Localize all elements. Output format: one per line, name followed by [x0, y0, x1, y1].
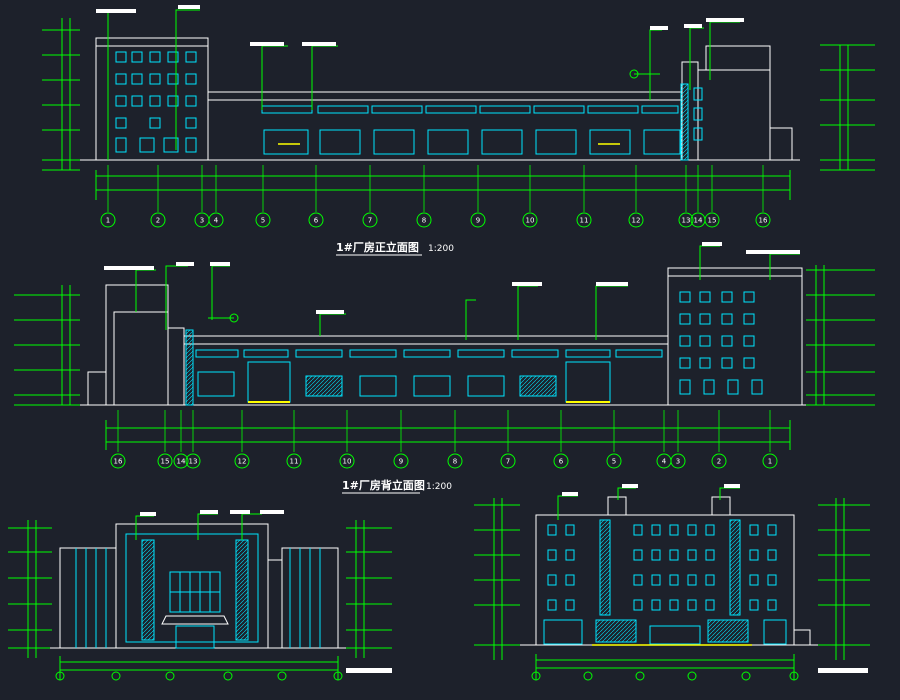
- side-left-glazing: [75, 533, 321, 649]
- side-left-building-outline: [50, 523, 346, 649]
- rear-axis-bubbles: [110, 453, 778, 469]
- rear-section-marker-icon: [229, 313, 239, 323]
- front-axis-label: 5: [261, 217, 265, 225]
- side-left-axis-bubbles: [55, 671, 343, 681]
- front-annotation-labels: [96, 5, 744, 46]
- front-section-marker-icon: [629, 69, 639, 79]
- front-axis-label: 7: [368, 217, 372, 225]
- front-right-level-markers: [820, 44, 875, 171]
- side-left-hatched-columns: [141, 539, 249, 641]
- front-axis-label: 3: [200, 217, 204, 225]
- rear-axis-label: 8: [453, 458, 457, 466]
- front-annotation-leaders: [107, 9, 740, 160]
- rear-axis-label: 6: [559, 458, 564, 466]
- front-axis-lines: [107, 165, 764, 212]
- rear-elevation-scale: 1:200: [426, 482, 452, 492]
- side-right-title-placeholder: [818, 668, 868, 673]
- rear-hatched-panels: [305, 375, 557, 397]
- rear-elevation: 16 15 14 13 12 11 10 9 8 7 6 5 4 3 2 1 1…: [14, 242, 875, 494]
- rear-building-outline: [80, 267, 806, 406]
- side-right-windows: [543, 524, 787, 645]
- front-left-level-markers: [42, 18, 80, 171]
- side-right-dimension-chain: [535, 654, 795, 680]
- rear-axis-label: 10: [343, 458, 352, 466]
- side-right-axis-bubbles: [531, 671, 799, 681]
- side-left-dimension-chain: [59, 656, 339, 680]
- side-left-title-placeholder: [346, 668, 392, 673]
- front-axis-label: 8: [422, 217, 426, 225]
- side-left-annotation-labels: [140, 510, 284, 516]
- front-axis-label: 4: [214, 217, 219, 225]
- front-clerestory-windows: [261, 105, 679, 114]
- front-building-outline: [80, 37, 800, 161]
- front-axis-bubbles: [100, 212, 771, 228]
- rear-axis-label: 7: [506, 458, 510, 466]
- front-axis-label: 13: [682, 217, 691, 225]
- side-elevation-right: [474, 484, 870, 681]
- rear-axis-label: 5: [612, 458, 616, 466]
- rear-axis-label: 13: [189, 458, 198, 466]
- rear-axis-label: 15: [161, 458, 170, 466]
- rear-axis-label: 16: [114, 458, 123, 466]
- front-axis-label: 15: [708, 217, 717, 225]
- front-axis-label: 11: [580, 217, 589, 225]
- rear-annotation-labels: [104, 242, 800, 314]
- rear-dimension-chain: [105, 420, 791, 450]
- front-axis-label: 2: [156, 217, 160, 225]
- side-right-annotation-labels: [562, 484, 740, 496]
- front-elevation: 1 2 3 4 5 6 7 8 9 10 11 12 13 14 15 16 1…: [42, 5, 875, 256]
- front-tower-windows: [115, 51, 197, 153]
- rear-axis-lines: [117, 410, 771, 452]
- side-right-level-markers: [474, 498, 870, 660]
- front-axis-label: 16: [759, 217, 768, 225]
- front-axis-label: 6: [314, 217, 319, 225]
- front-bay-doors: [263, 129, 681, 155]
- rear-left-level-markers: [14, 285, 80, 406]
- rear-axis-label: 14: [177, 458, 186, 466]
- rear-axis-label: 2: [717, 458, 721, 466]
- side-right-hatched-columns: [595, 519, 749, 643]
- rear-axis-labels: 16 15 14 13 12 11 10 9 8 7 6 5 4 3 2 1: [114, 458, 773, 466]
- front-elevation-title: 1#厂房正立面图: [336, 240, 419, 254]
- front-right-block-windows: [693, 87, 703, 141]
- front-axis-label: 12: [632, 217, 641, 225]
- front-axis-label: 14: [694, 217, 703, 225]
- front-axis-label: 10: [526, 217, 535, 225]
- side-left-annotation-leaders: [135, 513, 262, 540]
- front-elevation-scale: 1:200: [428, 244, 454, 254]
- rear-axis-label: 12: [238, 458, 247, 466]
- front-axis-labels: 1 2 3 4 5 6 7 8 9 10 11 12 13 14 15 16: [106, 217, 768, 225]
- rear-clerestory-windows: [195, 349, 663, 358]
- side-left-canopy: [161, 615, 229, 625]
- rear-right-level-markers: [806, 265, 875, 406]
- front-axis-label: 9: [476, 217, 480, 225]
- rear-axis-label: 9: [399, 458, 403, 466]
- rear-axis-label: 11: [290, 458, 299, 466]
- front-stair-glazing: [680, 83, 689, 161]
- rear-axis-label: 4: [662, 458, 667, 466]
- side-elevation-left: [8, 510, 392, 681]
- side-left-level-markers: [8, 520, 392, 658]
- front-axis-label: 1: [106, 217, 110, 225]
- side-right-building-outline: [520, 496, 818, 646]
- rear-block-windows: [679, 291, 763, 395]
- front-dimension-chain: [95, 170, 791, 200]
- rear-axis-label: 3: [676, 458, 680, 466]
- rear-stair-glazing: [185, 329, 194, 406]
- rear-axis-label: 1: [768, 458, 772, 466]
- rear-elevation-title: 1#厂房背立面图: [342, 478, 425, 492]
